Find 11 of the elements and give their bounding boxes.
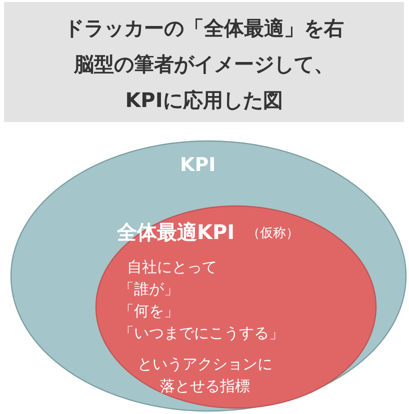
ellipse-heading: 全体最適KPI	[117, 219, 235, 246]
title-banner: ドラッカーの「全体最適」を右脳型の筆者がイメージして、KPIに応用した図	[4, 2, 404, 122]
outer-ellipse	[10, 140, 407, 412]
ellipse-text: 自社にとって	[127, 258, 217, 277]
ellipse-text: 「いつまでにこうする」	[119, 324, 284, 343]
heading-note: （仮称）	[247, 225, 299, 242]
inner-ellipse	[95, 205, 377, 409]
ellipse-text: というアクションに落とせる指標	[136, 354, 274, 397]
ellipse-text: 「誰が」	[119, 280, 179, 299]
ellipse-text: 「何を」	[119, 302, 179, 321]
ellipse-heading: KPI	[180, 154, 216, 176]
